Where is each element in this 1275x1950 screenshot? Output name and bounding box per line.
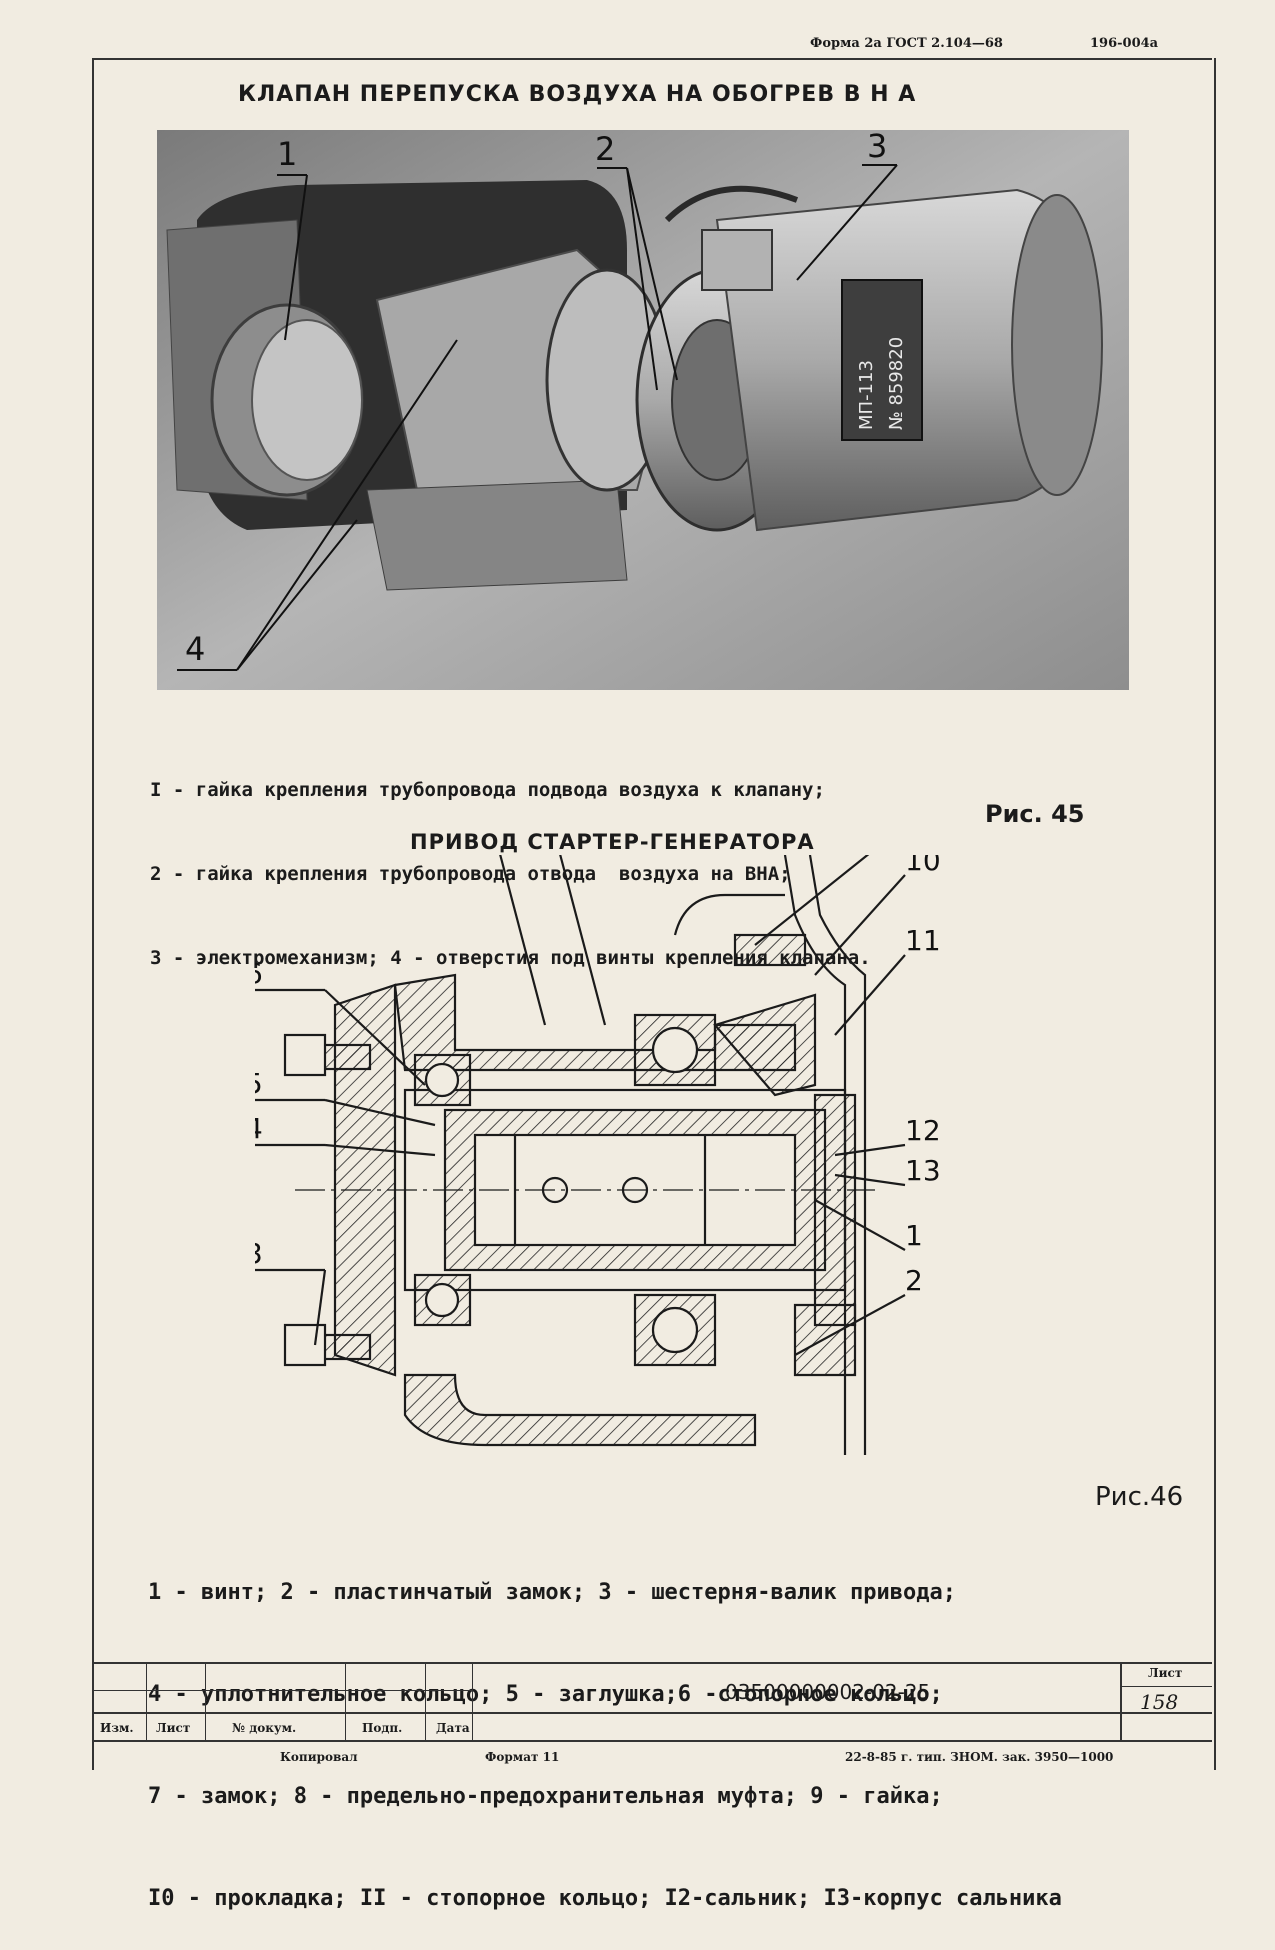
copied-label: Копировал: [280, 1750, 358, 1764]
document-page: { "header": { "form": "Форма 2а ГОСТ 2.1…: [92, 36, 1216, 1911]
top-border: [92, 58, 1212, 60]
figure46-legend-line-1: 1 - винт; 2 - пластинчатый замок; 3 - ше…: [148, 1580, 956, 1605]
format-label: Формат 11: [485, 1750, 560, 1764]
figure45-label: Рис. 45: [985, 800, 1085, 828]
drawing-callout-11: 11: [905, 924, 941, 957]
print-info: 22-8-85 г. тип. ЗНОМ. зак. 3950—1000: [845, 1750, 1114, 1764]
drawing-callout-13: 13: [905, 1154, 941, 1187]
col-date: Дата: [436, 1721, 470, 1735]
figure46-legend-line-3: 7 - замок; 8 - предельно-предохранительн…: [148, 1784, 943, 1809]
sheet-frame: [92, 58, 1216, 1770]
col-sheet: Лист: [156, 1721, 191, 1735]
photo-callout-3: 3: [867, 130, 887, 165]
drawing-callout-2: 2: [905, 1264, 923, 1297]
figure46-legend-line-4: I0 - прокладка; II - стопорное кольцо; I…: [148, 1886, 1062, 1911]
form-code: 196-004а: [1090, 36, 1159, 51]
figure46-legend-line-2: 4 - уплотнительное кольцо; 5 - заглушка;…: [148, 1682, 943, 1707]
form-standard: Форма 2а ГОСТ 2.104—68: [810, 36, 1003, 51]
col-signature: Подп.: [362, 1721, 403, 1735]
drawing-callout-6: 6: [255, 957, 263, 990]
document-number: 03500000002-02-25: [725, 1680, 931, 1704]
sheet-number: 158: [1140, 1690, 1179, 1714]
col-change: Изм.: [100, 1721, 134, 1735]
photo-callout-4: 4: [185, 630, 205, 668]
figure45-caption-line-1: I - гайка крепления трубопровода подвода…: [150, 779, 825, 801]
col-doc: № докум.: [232, 1721, 297, 1735]
drawing-callout-10: 10: [905, 855, 941, 877]
drawing-callout-1: 1: [905, 1219, 923, 1252]
plate-text-serial: № 859820: [886, 337, 907, 430]
sheet-label: Лист: [1148, 1666, 1183, 1680]
figure45-title: КЛАПАН ПЕРЕПУСКА ВОЗДУХА НА ОБОГРЕВ В Н …: [238, 82, 917, 107]
valve-photo: МП-113 № 859820 1 2 3 4: [157, 130, 1129, 690]
drive-section-drawing: 7 8 9 10 11 6 5 4 3 12 13 1 2: [255, 855, 941, 1455]
figure46-title: ПРИВОД СТАРТЕР-ГЕНЕРАТОРА: [410, 830, 815, 854]
title-block-top: [92, 1662, 1212, 1664]
drawing-callout-5: 5: [255, 1067, 263, 1100]
figure45-caption-line-2: 2 - гайка крепления трубопровода отвода …: [150, 863, 791, 885]
plate-text-model: МП-113: [856, 360, 877, 430]
photo-callout-1: 1: [277, 135, 297, 173]
drawing-callout-4: 4: [255, 1112, 263, 1145]
photo-callout-2: 2: [595, 130, 615, 168]
drawing-callout-3: 3: [255, 1237, 263, 1270]
drawing-callout-12: 12: [905, 1114, 941, 1147]
figure46-label: Рис.46: [1095, 1482, 1184, 1512]
